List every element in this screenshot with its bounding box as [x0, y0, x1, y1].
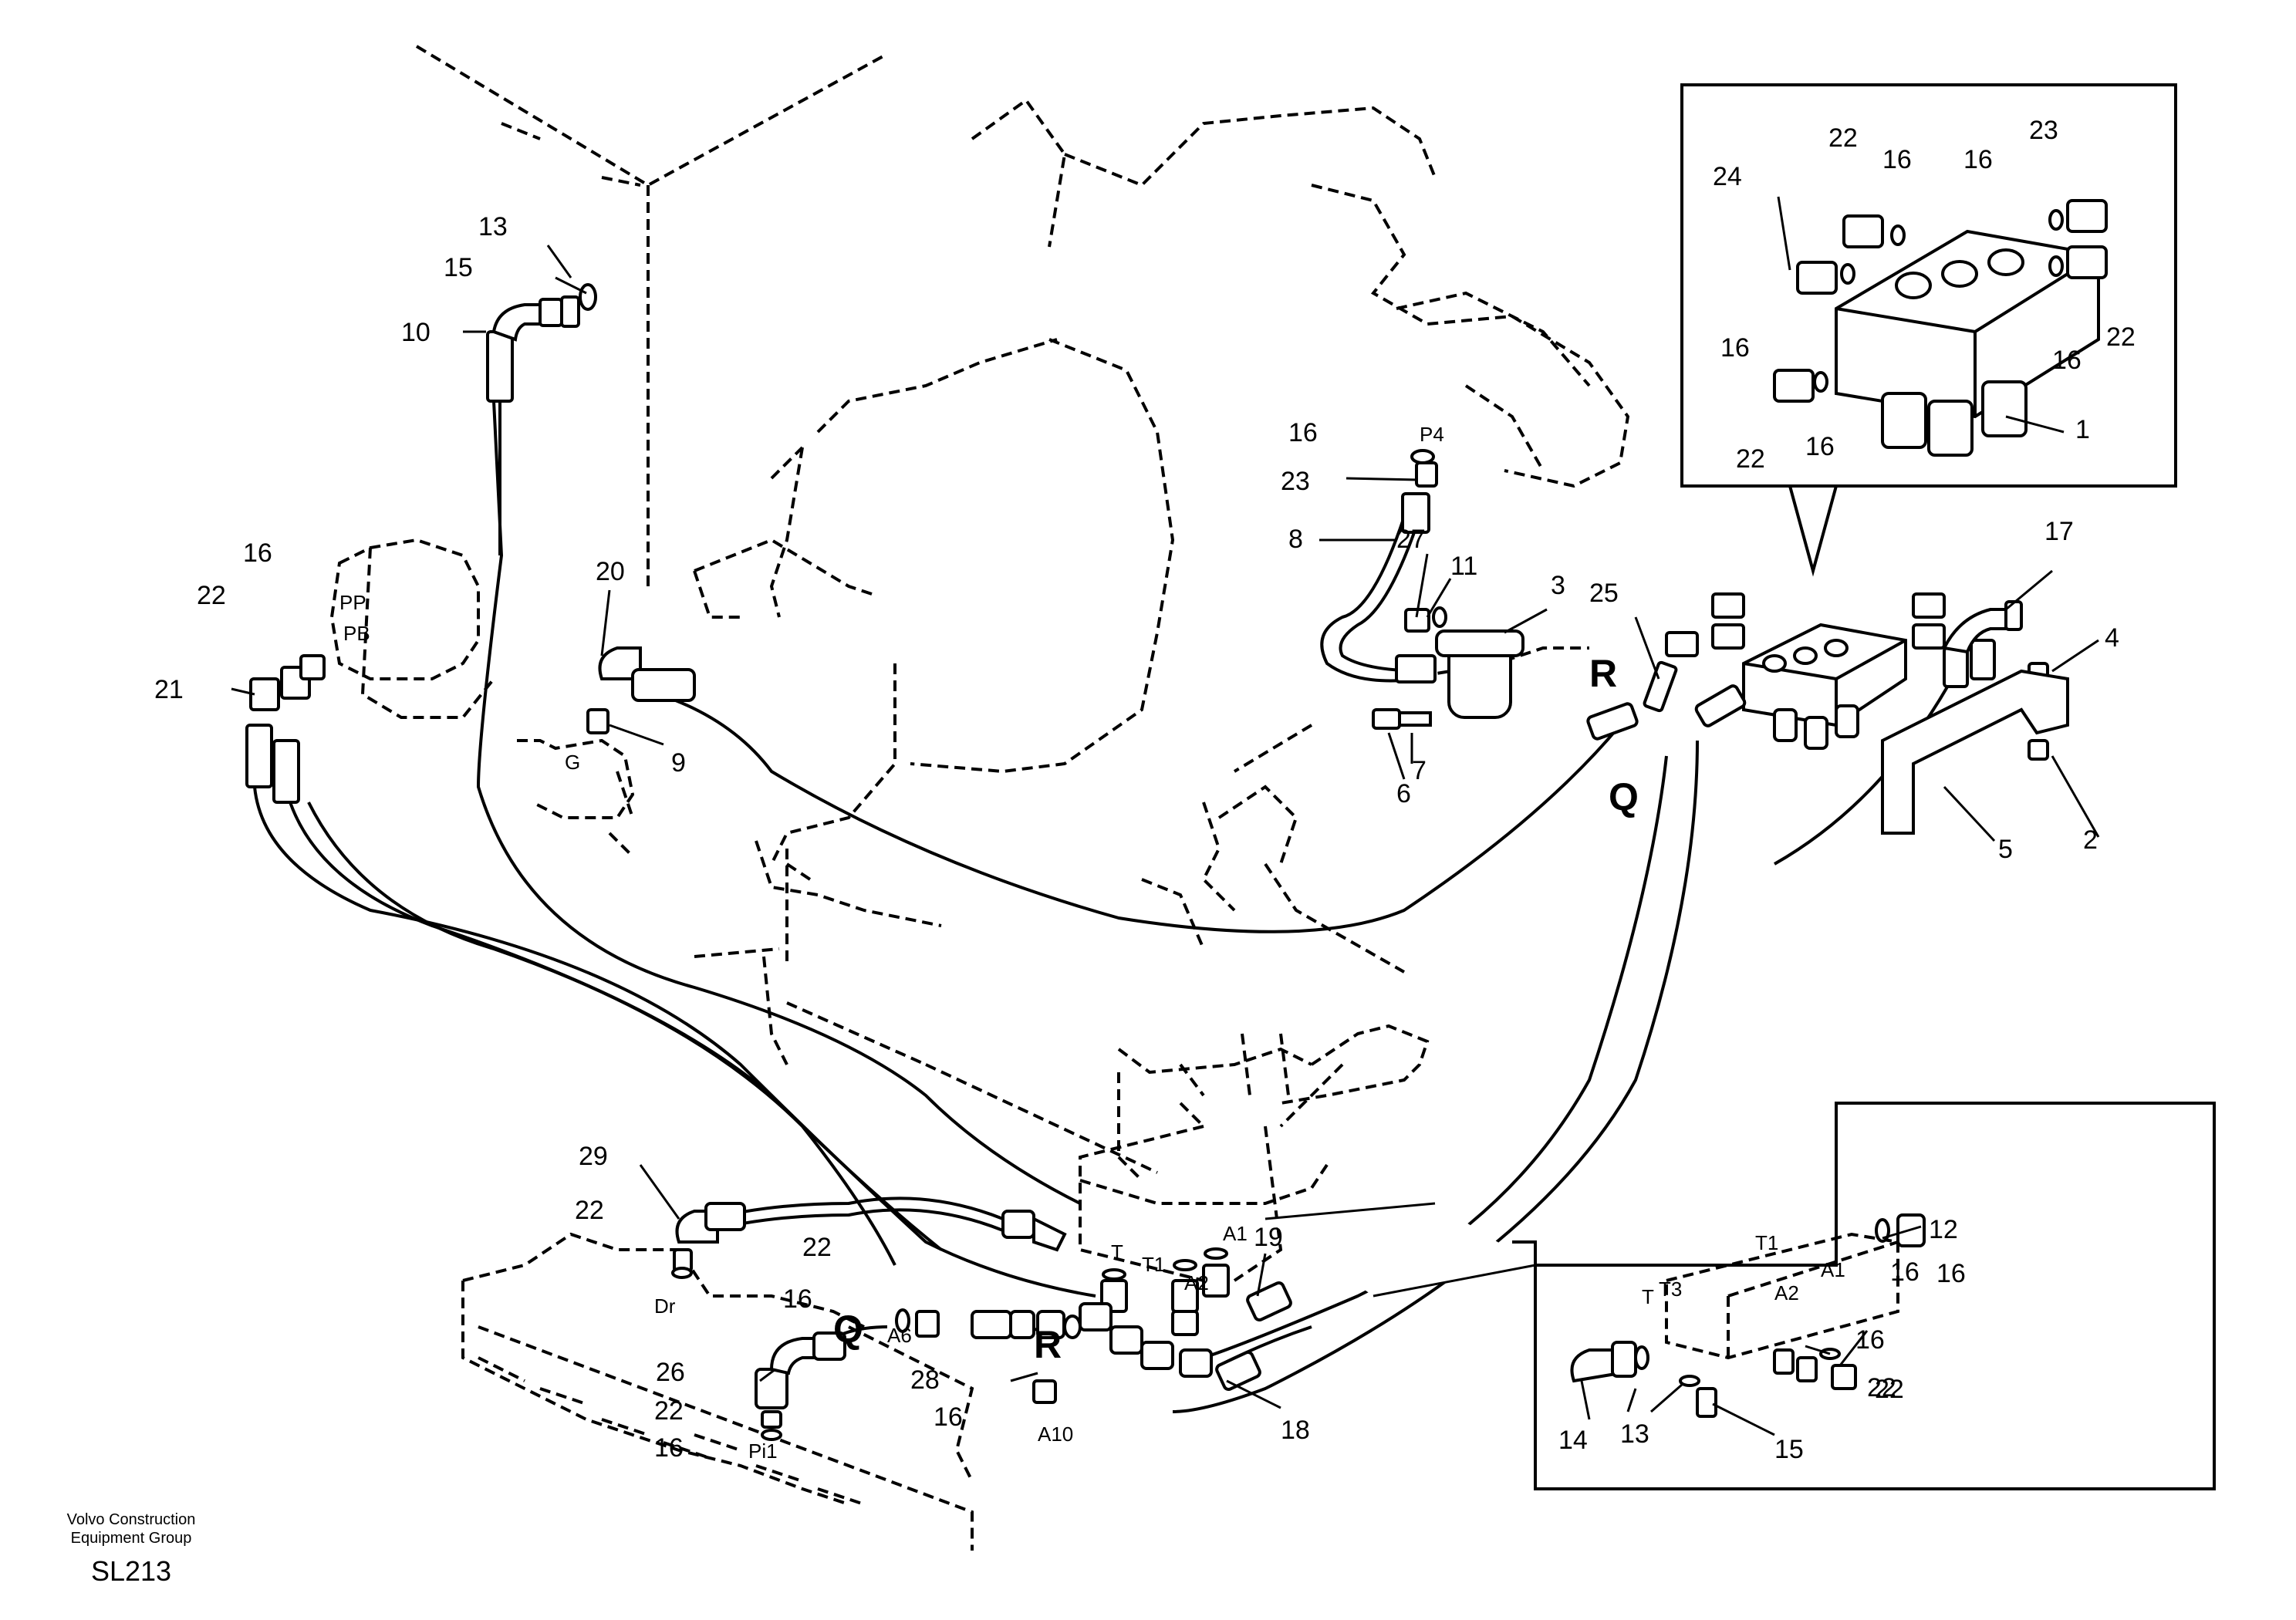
callout-9: 9 [671, 748, 686, 778]
port-g: G [565, 751, 580, 774]
callout-27: 27 [1396, 525, 1426, 554]
fittings [245, 283, 2069, 1441]
callout-25: 25 [1589, 579, 1619, 608]
callout-16-a6: 16 [783, 1284, 812, 1314]
detail-inset-bottom [1264, 1102, 2216, 1490]
port-dr: Dr [654, 1294, 676, 1318]
port-a1-inset: A1 [1821, 1258, 1845, 1281]
callout-18: 18 [1281, 1416, 1310, 1445]
callout-13-inset-bottom: 13 [1620, 1419, 1649, 1449]
callout-16-inset-bottom-b: 16 [1936, 1259, 1966, 1288]
callout-28: 28 [910, 1365, 940, 1395]
callout-16-inset-top-a: 16 [1882, 145, 1912, 174]
port-pb: PB [343, 622, 370, 645]
callout-22-inset-bottom: 22 [1875, 1375, 1904, 1404]
callout-7: 7 [1412, 756, 1427, 785]
detail-inset-top [1680, 83, 2177, 577]
port-a6: A6 [887, 1324, 912, 1347]
callout-16-inset-top-e: 16 [1805, 432, 1835, 461]
footer-company-line2: Equipment Group [70, 1530, 192, 1547]
port-p4: P4 [1420, 423, 1444, 446]
callout-1: 1 [2075, 415, 2090, 444]
callout-16-inset-bottom-c: 16 [1855, 1325, 1885, 1355]
callout-16-pi1: 16 [654, 1433, 684, 1463]
callout-15-top: 15 [444, 253, 473, 282]
leader-lines [231, 196, 2100, 1436]
callout-16-inset-top-d: 16 [2052, 346, 2082, 375]
callout-22-pi1: 22 [654, 1396, 684, 1426]
port-a10: A10 [1038, 1423, 1073, 1446]
port-pp: PP [339, 591, 366, 614]
port-t1-inset: T1 [1755, 1231, 1778, 1254]
callout-29: 29 [579, 1142, 608, 1171]
footer-code: SL213 [90, 1555, 172, 1587]
callout-22-inset-top-c: 22 [1736, 444, 1765, 474]
callout-8: 8 [1288, 525, 1303, 554]
port-r-center: R [1034, 1323, 1062, 1366]
callout-20: 20 [596, 557, 625, 586]
port-q-right: Q [1609, 775, 1639, 818]
callout-5: 5 [1998, 835, 2013, 864]
callout-23-inset-top: 23 [2029, 116, 2058, 145]
callout-22-inset-top-b: 22 [2106, 322, 2136, 352]
callout-2: 2 [2083, 825, 2098, 855]
callout-16-inset-bottom: 16 [1890, 1257, 1920, 1287]
callouts: 1 2 3 4 5 6 7 8 9 10 11 12 13 14 15 16 1… [154, 116, 2136, 1464]
callout-16-inset-top-b: 16 [1963, 145, 1993, 174]
port-a2-main: A2 [1184, 1271, 1209, 1294]
port-q-center: Q [833, 1308, 863, 1351]
hoses [253, 339, 1953, 1413]
callout-11: 11 [1450, 552, 1477, 581]
port-t1-main: T1 [1142, 1253, 1165, 1276]
callout-10: 10 [401, 318, 430, 347]
callout-26: 26 [656, 1358, 685, 1387]
callout-16-p4: 16 [1288, 418, 1318, 447]
callout-4: 4 [2105, 623, 2119, 653]
port-labels: P4 PP PB G Dr Pi1 A6 A10 T T1 A1 A2 T T3… [339, 423, 1845, 1463]
port-t-inset: T [1642, 1285, 1654, 1308]
callout-22-dr: 22 [575, 1196, 604, 1225]
port-a1-main: A1 [1223, 1222, 1248, 1245]
footer-company-line1: Volvo Construction [66, 1511, 196, 1528]
port-t3-inset: T3 [1659, 1277, 1682, 1301]
callout-3: 3 [1551, 571, 1565, 600]
footer-company: Volvo Construction Equipment Group [46, 1510, 216, 1547]
callout-21: 21 [154, 675, 184, 704]
machine-outline [329, 45, 1630, 1551]
callout-15: 15 [1774, 1435, 1804, 1464]
callout-16-left: 16 [243, 538, 272, 568]
callout-16-inset-top-c: 16 [1720, 333, 1750, 363]
callout-22-inset-top-a: 22 [1828, 123, 1858, 153]
callout-19: 19 [1254, 1223, 1283, 1252]
callout-12: 12 [1929, 1215, 1958, 1244]
callout-6: 6 [1396, 779, 1411, 808]
port-pi1: Pi1 [748, 1439, 778, 1463]
port-t-main: T [1111, 1240, 1123, 1264]
callout-24: 24 [1713, 162, 1742, 191]
callout-13: 13 [478, 212, 508, 241]
callout-22-left: 22 [197, 581, 226, 610]
callout-23: 23 [1281, 467, 1310, 496]
callout-22-a6: 22 [802, 1233, 832, 1262]
callout-16-a10: 16 [934, 1402, 963, 1432]
port-r-right: R [1589, 652, 1617, 695]
callout-22-inset-bottom-b: 22 [1867, 1373, 1896, 1402]
callout-17: 17 [2044, 517, 2074, 546]
port-a2-inset: A2 [1774, 1281, 1799, 1304]
callout-14: 14 [1558, 1426, 1588, 1455]
